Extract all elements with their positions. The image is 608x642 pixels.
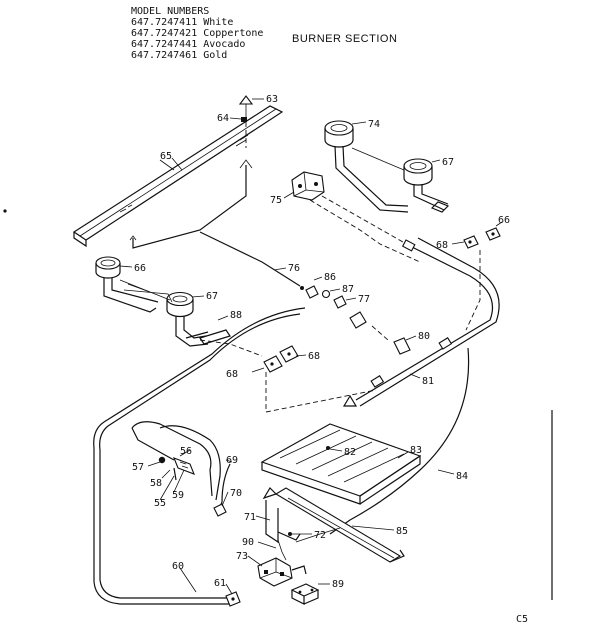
thermostat-capillary [217, 463, 231, 513]
callout-label: 71 [244, 512, 256, 523]
scan-mark [3, 209, 7, 213]
model-numbers-heading: MODEL NUMBERS [131, 6, 209, 17]
part-callouts: 63 64 65 74 67 75 66 68 66 67 76 86 87 7… [132, 94, 510, 590]
burner-valve-left [263, 345, 299, 373]
callout-label: 70 [230, 488, 242, 499]
callout-label: 80 [418, 331, 430, 342]
callout-label: 60 [172, 561, 184, 572]
callout-label: 68 [226, 369, 238, 380]
spark-wire [295, 527, 341, 543]
callout-label: 59 [172, 490, 184, 501]
callout-label: 72 [314, 530, 326, 541]
callout-label: 56 [180, 446, 192, 457]
thermocouple-nut [225, 591, 241, 607]
ignition-wire [329, 347, 470, 535]
model-number-line: 647.7247461 Gold [131, 50, 227, 61]
callout-label: 58 [150, 478, 162, 489]
callout-label: 89 [332, 579, 344, 590]
heat-shield [260, 423, 422, 505]
oven-burner [262, 487, 405, 563]
callout-label: 85 [396, 526, 408, 537]
callout-label: 63 [266, 94, 278, 105]
callout-label: 75 [270, 195, 282, 206]
callout-label: 67 [442, 157, 454, 168]
pressure-regulator [393, 337, 411, 355]
left-burner-bracket [123, 283, 173, 303]
model-number-line: 647.7247411 White [131, 17, 233, 28]
mounting-wire [129, 165, 247, 249]
section-title: BURNER SECTION [292, 33, 397, 45]
oven-thermostat [257, 557, 307, 587]
burner-bracket-rail [72, 105, 284, 248]
callout-label: 64 [217, 113, 229, 124]
spark-wire [277, 539, 287, 561]
callout-label: 67 [206, 291, 218, 302]
callout-label: 73 [236, 551, 248, 562]
callout-label: 90 [242, 537, 254, 548]
callout-leader-lines [119, 98, 503, 595]
callout-label: 68 [308, 351, 320, 362]
callout-label: 74 [368, 119, 380, 130]
burner-left-rear [95, 256, 159, 313]
callout-label: 77 [358, 294, 370, 305]
burner-connector-tube [351, 147, 405, 171]
callout-label: 57 [132, 462, 144, 473]
thermostat-bulb [131, 421, 221, 501]
manifold-pipe [342, 237, 500, 407]
callout-label: 65 [160, 151, 172, 162]
callout-label: 69 [226, 455, 238, 466]
callout-label: 83 [410, 445, 422, 456]
callout-label: 81 [422, 376, 434, 387]
thermocouple-line [93, 307, 306, 605]
assembly-guide-lines [199, 195, 481, 413]
callout-label: 87 [342, 284, 354, 295]
callout-label: 84 [456, 471, 468, 482]
pipe-fittings [305, 285, 367, 329]
callout-label: 68 [436, 240, 448, 251]
thermostat-bracket [290, 583, 320, 605]
model-number-line: 647.7247421 Coppertone [131, 28, 263, 39]
callout-label: 55 [154, 498, 166, 509]
rail-screw [238, 95, 254, 169]
callout-label: 61 [214, 578, 226, 589]
burner-right-rear [324, 120, 409, 213]
model-number-line: 647.7247441 Avocado [131, 39, 245, 50]
pilot-tube [199, 231, 304, 290]
callout-label: 88 [230, 310, 242, 321]
callout-label: 66 [134, 263, 146, 274]
burner-right-front [403, 158, 450, 213]
gas-valve [291, 171, 325, 201]
page-code: C5 [516, 614, 528, 625]
capillary-clip [213, 503, 227, 517]
burner-left-front [166, 291, 231, 347]
callout-label: 76 [288, 263, 300, 274]
burner-valve-right [463, 227, 501, 249]
callout-label: 66 [498, 215, 510, 226]
oven-burner-bracket [265, 500, 301, 544]
callout-label: 82 [344, 447, 356, 458]
callout-label: 86 [324, 272, 336, 283]
